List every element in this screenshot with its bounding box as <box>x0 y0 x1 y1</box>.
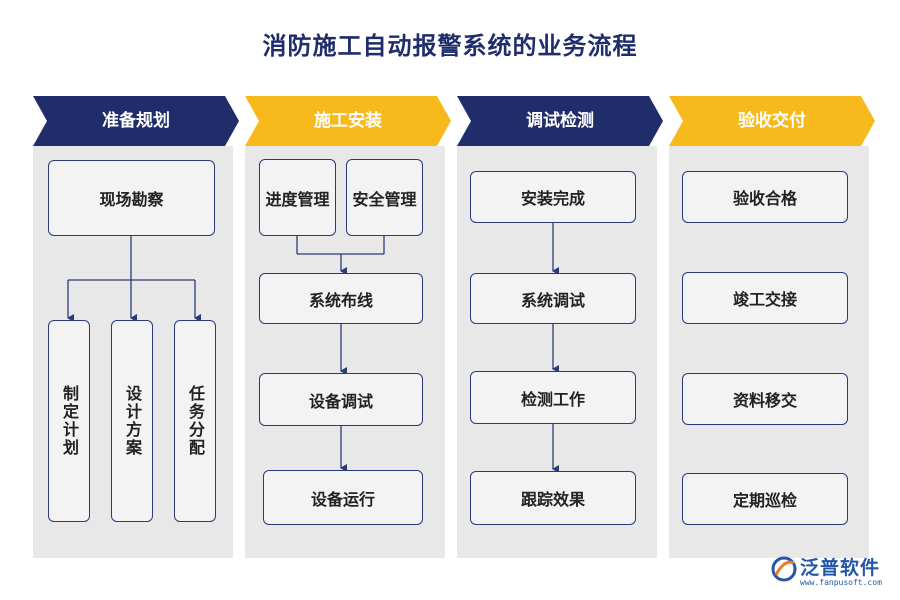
box-device-debug: 设备调试 <box>259 373 423 426</box>
box-label: 系统调试 <box>520 290 585 310</box>
box-label: 检测工作 <box>520 389 585 409</box>
box-label: 设计方案 <box>123 385 142 457</box>
box-label: 安全管理 <box>352 189 417 209</box>
box-document-transfer: 资料移交 <box>682 373 848 425</box>
header-label: 调试检测 <box>526 111 594 131</box>
chevron-shape <box>669 96 875 146</box>
box-tracking-effect: 跟踪效果 <box>470 471 636 525</box>
box-system-debug: 系统调试 <box>470 273 636 324</box>
header-chevron-test: 调试检测 <box>457 96 663 146</box>
box-design-scheme: 设计方案 <box>111 320 153 522</box>
header-label: 准备规划 <box>102 111 170 131</box>
box-label: 设备调试 <box>308 391 373 411</box>
box-label: 跟踪效果 <box>520 490 585 509</box>
box-safety-management: 安全管理 <box>346 159 423 236</box>
box-acceptance-pass: 验收合格 <box>682 171 848 223</box>
box-install-complete: 安装完成 <box>470 171 636 223</box>
box-label: 竣工交接 <box>732 290 797 309</box>
header-chevron-construct: 施工安装 <box>245 96 451 146</box>
box-site-survey: 现场勘察 <box>48 160 215 236</box>
logo-url-text: www.fanpusoft.com <box>800 578 882 587</box>
box-label: 设备运行 <box>310 489 375 509</box>
chevron-shape <box>245 96 451 146</box>
box-label: 安装完成 <box>520 189 585 208</box>
box-label: 验收合格 <box>732 189 797 208</box>
fanpu-logo-icon <box>771 556 797 582</box>
box-periodic-inspection: 定期巡检 <box>682 473 848 525</box>
box-task-assign: 任务分配 <box>174 320 216 522</box>
logo-brand-text: 泛普软件 <box>800 557 881 579</box>
brand-logo: 泛普软件 www.fanpusoft.com <box>770 553 895 587</box>
box-completion-handover: 竣工交接 <box>682 272 848 324</box>
header-chevron-deliver: 验收交付 <box>669 96 875 146</box>
header-label: 验收交付 <box>738 111 806 131</box>
box-label: 制定计划 <box>60 385 79 457</box>
box-inspection-work: 检测工作 <box>470 371 636 424</box>
box-label: 任务分配 <box>186 385 205 457</box>
chevron-shape <box>457 96 663 146</box>
box-device-operation: 设备运行 <box>263 470 423 525</box>
box-system-wiring: 系统布线 <box>259 273 423 324</box>
header-label: 施工安装 <box>314 111 382 131</box>
box-make-plan: 制定计划 <box>48 320 90 522</box>
box-label: 定期巡检 <box>732 491 797 510</box>
box-label: 进度管理 <box>265 189 330 209</box>
box-progress-management: 进度管理 <box>259 159 336 236</box>
box-label: 系统布线 <box>308 290 373 310</box>
box-label: 资料移交 <box>732 391 797 410</box>
diagram-title: 消防施工自动报警系统的业务流程 <box>262 32 638 60</box>
box-label: 现场勘察 <box>99 190 164 209</box>
chevron-shape <box>33 96 239 146</box>
header-chevron-prepare: 准备规划 <box>33 96 239 146</box>
